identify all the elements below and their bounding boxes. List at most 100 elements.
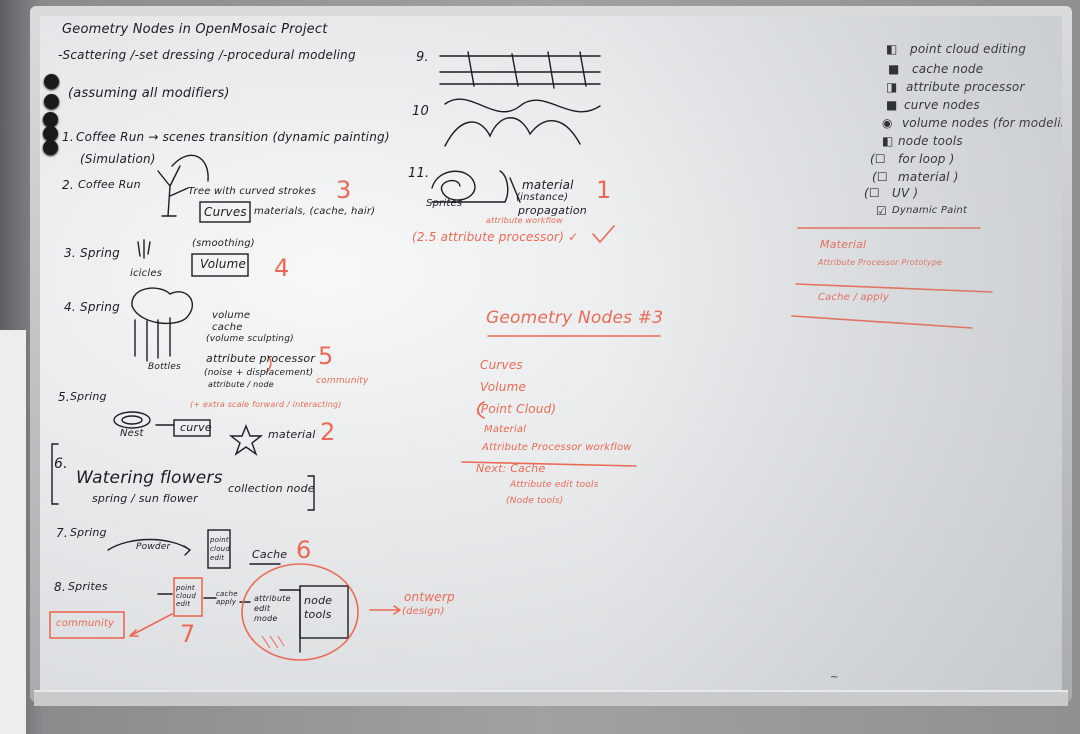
- priority-number: 2: [320, 418, 336, 446]
- item-number: 11.: [408, 166, 430, 181]
- footer-mark: ~: [830, 672, 839, 683]
- item-label: Powder: [136, 542, 171, 552]
- item-number: 9.: [416, 50, 429, 65]
- item-number: 3.: [64, 246, 76, 260]
- assumption-note: (assuming all modifiers): [68, 86, 230, 101]
- boxed-label: Volume: [200, 257, 247, 271]
- legend-label: point cloud editing: [910, 42, 1027, 56]
- legend-label: material ): [898, 170, 959, 184]
- item-text: Spring: [70, 526, 107, 539]
- plus-label: Cache: [252, 548, 288, 561]
- item-text: Spring: [80, 300, 120, 314]
- item-label: Bottles: [148, 362, 181, 372]
- legend-mark: ◧: [886, 42, 898, 56]
- legend-label: curve nodes: [904, 98, 980, 112]
- item-text: Coffee Run → scenes transition (dynamic …: [76, 130, 390, 144]
- arrow-sub: (design): [402, 606, 445, 617]
- item-text: Sprites: [68, 580, 108, 593]
- marker-tray: [34, 690, 1068, 706]
- legend-label: node tools: [898, 134, 963, 148]
- legend-mark: (☐: [864, 186, 880, 200]
- boxed-label: attribute edit mode: [254, 594, 291, 623]
- item-text: Sprites: [426, 198, 463, 209]
- legend-mark: ☑: [876, 204, 887, 218]
- priority-number: 5: [318, 342, 334, 370]
- attribute-processor-line: (2.5 attribute processor) ✓: [412, 230, 579, 244]
- item-note: (smoothing): [192, 238, 255, 249]
- geometry-nodes-heading: Geometry Nodes #3: [486, 308, 664, 328]
- legend-label: UV ): [892, 186, 919, 200]
- item-red-note: community: [316, 376, 369, 386]
- item-label: Nest: [120, 428, 144, 439]
- list-item: Attribute Processor workflow: [482, 442, 632, 453]
- magnet: [44, 94, 59, 109]
- boxed-label: Curves: [204, 205, 247, 219]
- item-label: icicles: [130, 268, 163, 279]
- item-sub: (Simulation): [80, 152, 156, 166]
- list-item: (Point Cloud): [476, 402, 557, 416]
- item-note: propagation: [518, 204, 587, 217]
- magnet: [43, 112, 58, 127]
- item-text: Spring: [70, 390, 107, 403]
- whiteboard-surface: Geometry Nodes in OpenMosaic Project -Sc…: [40, 16, 1062, 690]
- item-number: 6.: [54, 456, 68, 472]
- whiteboard-sketches: [49, 51, 993, 661]
- bracket-note: collection node: [228, 482, 315, 495]
- item-red-note: attribute workflow: [486, 216, 563, 225]
- boxed-label: curve: [180, 421, 212, 434]
- item-note: attribute / node: [208, 380, 274, 389]
- item-number: 1.: [62, 130, 74, 144]
- legend-mark: ◉: [882, 116, 893, 130]
- item-note: attribute processor: [206, 352, 316, 365]
- next-item: (Node tools): [506, 496, 564, 506]
- next-heading: Next: Cache: [476, 462, 546, 475]
- priority-number: 1: [596, 176, 612, 204]
- list-item: Curves: [480, 358, 523, 372]
- whiteboard-stand: [0, 330, 26, 734]
- item-number: 4.: [64, 300, 76, 314]
- red-list-item: Cache / apply: [818, 292, 889, 303]
- magnet: [43, 140, 58, 155]
- priority-number: 3: [336, 176, 352, 204]
- priority-number: 4: [274, 254, 290, 282]
- item-note: (volume sculpting): [206, 334, 294, 344]
- legend-mark: (☐: [870, 152, 886, 166]
- red-box-label: community: [56, 618, 115, 629]
- legend-label: Dynamic Paint: [892, 205, 968, 216]
- item-number: 2.: [62, 178, 74, 192]
- magnet: [43, 126, 58, 141]
- priority-number: 6: [296, 536, 312, 564]
- item-text: Coffee Run: [78, 178, 141, 191]
- item-number: 8.: [54, 580, 66, 594]
- boxed-label: node tools: [304, 594, 333, 621]
- boxed-label: cache apply: [216, 590, 238, 606]
- red-list-item: Material: [820, 238, 867, 251]
- board-subtitle: -Scattering /-set dressing /-procedural …: [58, 48, 356, 62]
- item-number: 7.: [56, 526, 68, 540]
- item-sub: spring / sun flower: [92, 492, 198, 505]
- item-note: (+ extra scale forward / interacting): [190, 400, 342, 409]
- item-note: material: [522, 178, 574, 192]
- boxed-label: point cloud edit: [176, 584, 196, 608]
- red-list-item: Attribute Processor Prototype: [818, 258, 943, 267]
- legend-label: cache node: [912, 62, 984, 76]
- item-detail: Tree with curved strokes: [188, 186, 317, 197]
- item-number: 10: [412, 104, 429, 119]
- item-number: 5.: [58, 390, 70, 404]
- star-label: material: [268, 428, 316, 441]
- item-text: Spring: [80, 246, 120, 260]
- item-note: (noise + displacement): [204, 368, 314, 378]
- legend-mark: ◧: [882, 134, 894, 148]
- next-item: Attribute edit tools: [510, 480, 599, 490]
- list-item: Material: [484, 424, 527, 435]
- legend-label: attribute processor: [906, 80, 1025, 94]
- legend-mark: ◨: [886, 80, 898, 94]
- boxed-label: point cloud edit: [210, 536, 230, 562]
- legend-label: for loop ): [898, 152, 955, 166]
- item-note: volume: [212, 310, 251, 321]
- board-title: Geometry Nodes in OpenMosaic Project: [62, 22, 328, 37]
- legend-label: volume nodes (for modeling): [902, 116, 1062, 130]
- item-note: cache: [212, 322, 243, 333]
- arrow-label: ontwerp: [404, 590, 455, 604]
